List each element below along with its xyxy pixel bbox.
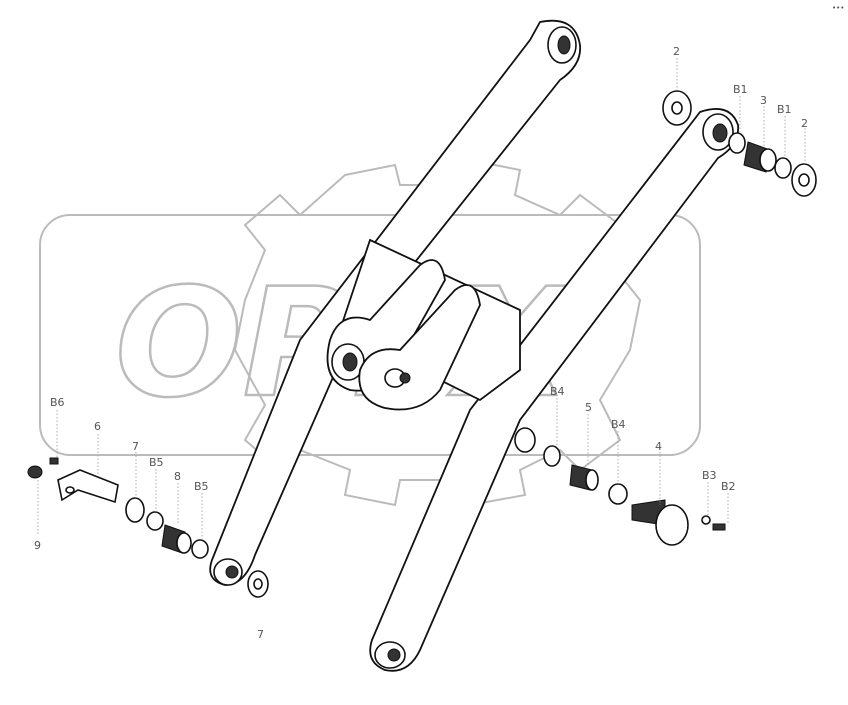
left-lift-arm: [209, 19, 582, 586]
seal-b5: [146, 511, 164, 531]
seal-b1: [728, 132, 746, 154]
callout-label: 9: [34, 539, 41, 552]
seal-b4: [543, 445, 561, 467]
corner-mark: •••: [832, 4, 844, 12]
top-right-pin-assembly: [662, 90, 817, 197]
callout-label: B4: [611, 418, 626, 431]
callout-label: B5: [149, 456, 164, 469]
callout-label: B3: [702, 469, 717, 482]
callout-label: 7: [257, 628, 264, 641]
callout-label: B4: [550, 385, 565, 398]
washer-7: [125, 497, 145, 523]
callouts-left: B6 6 7 B5 8 B5 9 7: [34, 396, 264, 641]
bolt-b6: [49, 457, 59, 465]
right-lift-arm: [369, 108, 740, 672]
seal-b5-2: [191, 539, 209, 559]
callout-label: 2: [801, 117, 808, 130]
callout-label: 7: [132, 440, 139, 453]
callout-label: B6: [50, 396, 65, 409]
callout-label: 2: [673, 45, 680, 58]
callout-label: 4: [655, 440, 662, 453]
callout-label: 5: [585, 401, 592, 414]
callout-label: 3: [760, 94, 767, 107]
callout-label: B1: [733, 83, 748, 96]
right-pin-assembly: [543, 445, 726, 546]
callout-label: B1: [777, 103, 792, 116]
bolt-b2: [712, 523, 726, 531]
seal-b1-2: [774, 157, 792, 179]
watermark-banner: [39, 214, 701, 456]
callout-label: B2: [721, 480, 736, 493]
callouts-right: B4 5 B4 4 B3 B2: [550, 385, 736, 493]
callout-label: 8: [174, 470, 181, 483]
seal-b4-2: [608, 483, 628, 505]
leader-lines: [37, 58, 806, 540]
washer-b3: [701, 515, 711, 525]
watermark-gear-icon: [233, 158, 642, 507]
callout-label: 6: [94, 420, 101, 433]
callouts-top-right: 2 B1 3 B1 2: [673, 45, 808, 130]
cross-tube: [326, 238, 521, 411]
pin-6: [57, 469, 119, 504]
left-pin-assembly: [27, 457, 269, 598]
nut-9: [27, 465, 43, 479]
callout-label: B5: [194, 480, 209, 493]
